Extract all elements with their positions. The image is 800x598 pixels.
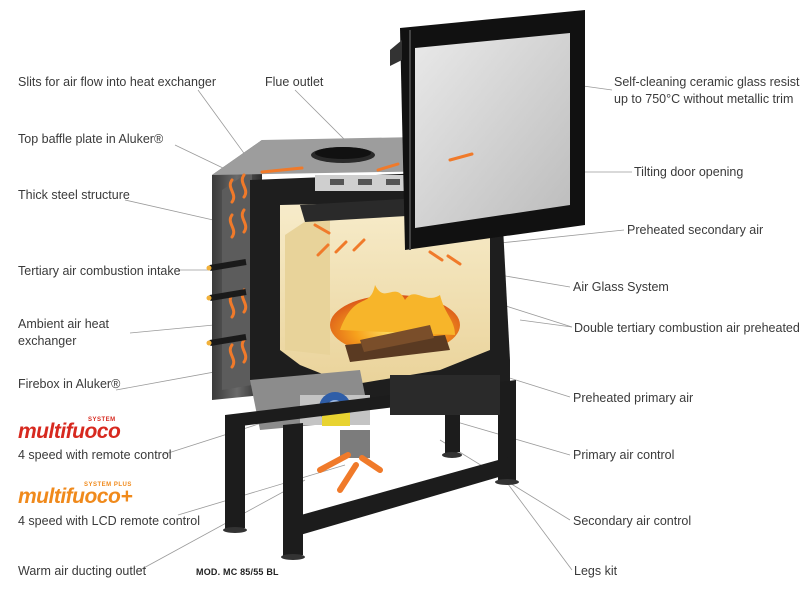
multifuoco-plus-logo: multifuoco+ SYSTEM PLUS — [18, 482, 133, 509]
air-control-block — [390, 375, 500, 415]
label-glass-line2: up to 750°C without metallic trim — [614, 92, 794, 106]
ventilation-unit — [250, 370, 383, 493]
label-warm-air: Warm air ducting outlet — [18, 564, 147, 578]
label-baffle: Top baffle plate in Aluker® — [18, 132, 164, 146]
label-speed4-remote: 4 speed with remote control — [18, 448, 172, 462]
label-secondary-air: Preheated secondary air — [627, 223, 764, 237]
label-ambient-2: exchanger — [18, 334, 77, 348]
label-speed4-lcd: 4 speed with LCD remote control — [18, 514, 201, 528]
intake-pipes — [209, 259, 247, 346]
label-slits: Slits for air flow into heat exchanger — [18, 75, 217, 89]
air-flow-arrows — [228, 152, 474, 369]
label-double-tertiary: Double tertiary combustion air preheated — [574, 321, 800, 335]
label-primary-preheated: Preheated primary air — [573, 391, 694, 405]
label-primary-control: Primary air control — [573, 448, 675, 462]
label-tilting: Tilting door opening — [634, 165, 744, 179]
multifuoco-plus-logo-sub: SYSTEM PLUS — [84, 482, 132, 488]
multifuoco-logo-sub: SYSTEM — [88, 417, 116, 423]
model-label: MOD. MC 85/55 BL — [196, 567, 279, 577]
label-tertiary-intake: Tertiary air combustion intake — [18, 264, 181, 278]
label-flue: Flue outlet — [265, 75, 324, 89]
multifuoco-logo: multifuoco SYSTEM — [18, 417, 121, 444]
fire — [330, 285, 460, 362]
multifuoco-plus-logo-text: multifuoco+ — [18, 485, 133, 508]
label-ambient-1: Ambient air heat — [18, 317, 110, 331]
label-legs: Legs kit — [574, 564, 618, 578]
label-secondary-control: Secondary air control — [573, 514, 692, 528]
label-firebox: Firebox in Aluker® — [18, 377, 121, 391]
label-air-glass: Air Glass System — [573, 280, 669, 294]
glass-door — [390, 10, 585, 250]
label-glass: Self-cleaning ceramic glass resista — [614, 75, 800, 89]
multifuoco-logo-text: multifuoco — [18, 420, 121, 443]
label-steel: Thick steel structure — [18, 188, 130, 202]
